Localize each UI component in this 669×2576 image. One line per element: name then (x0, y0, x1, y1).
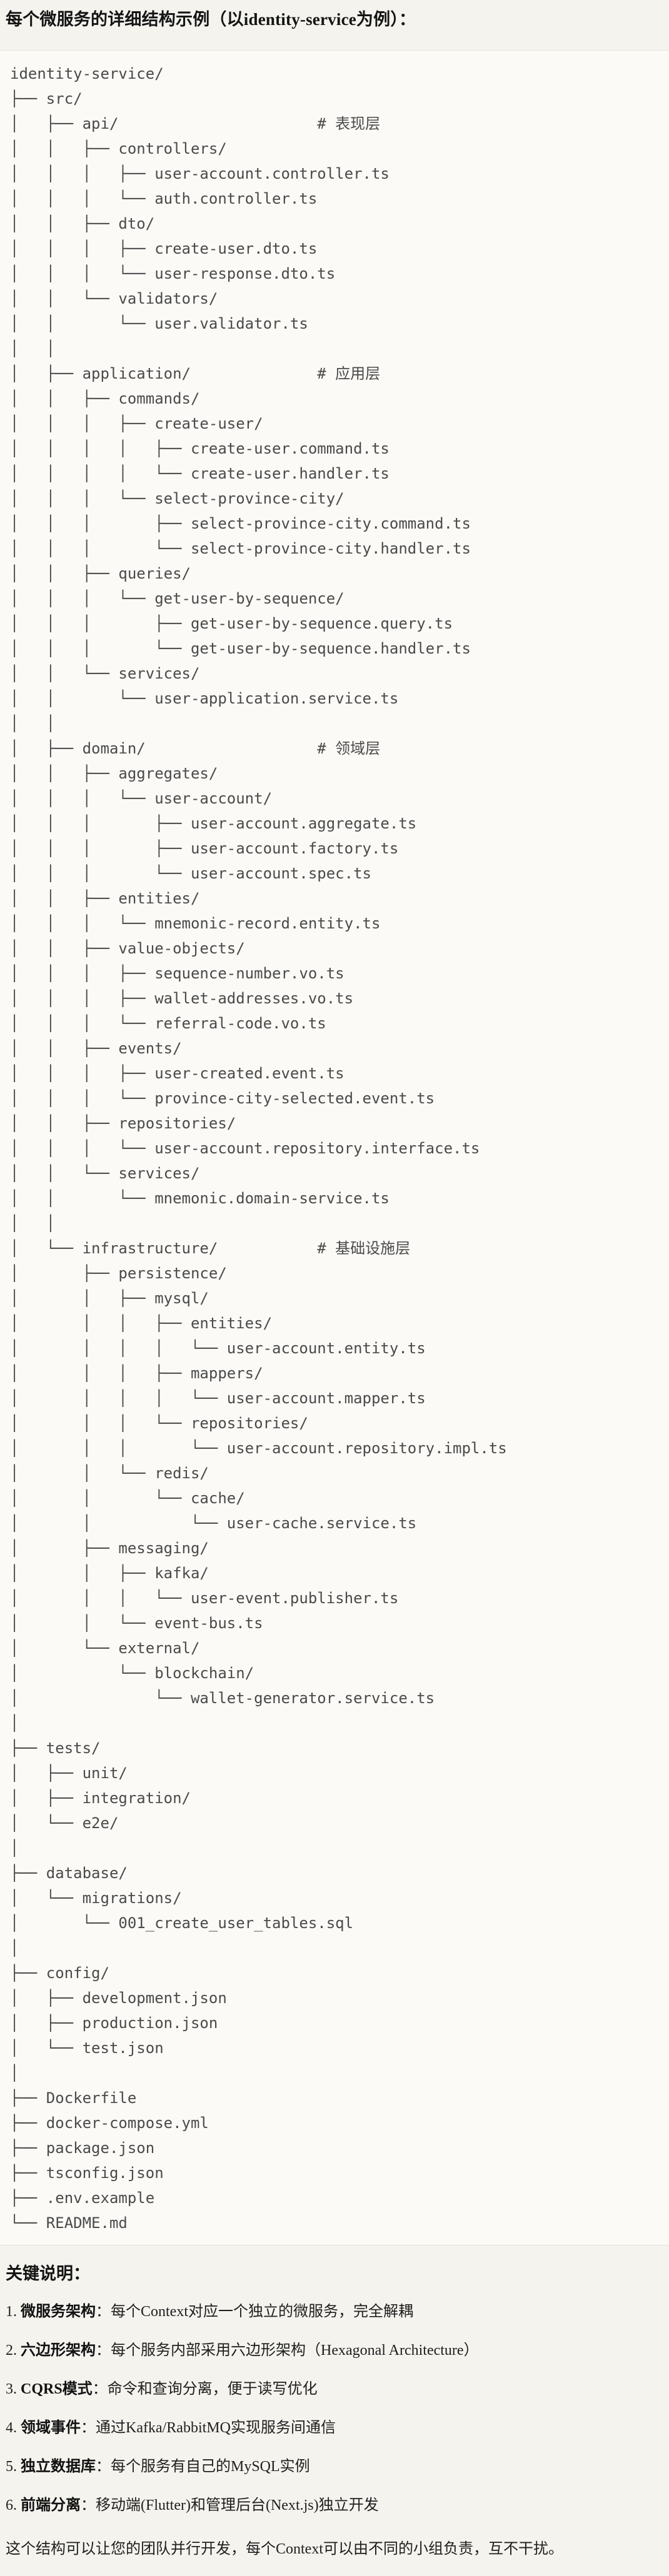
list-item-label: 微服务架构 (21, 2304, 96, 2320)
key-notes-heading: 关键说明： (6, 2264, 90, 2283)
list-item-number: 6. (6, 2497, 21, 2514)
list-item-text: ：命令和查询分离，便于读写优化 (92, 2381, 318, 2397)
directory-tree-text: identity-service/ ├── src/ │ ├── api/ # … (10, 65, 507, 2232)
list-item-label: 前端分离 (21, 2497, 81, 2514)
list-item-number: 3. (6, 2381, 21, 2397)
list-item-text: ：每个Context对应一个独立的微服务，完全解耦 (96, 2304, 413, 2320)
list-item-text: ：移动端(Flutter)和管理后台(Next.js)独立开发 (81, 2497, 379, 2514)
list-item-number: 2. (6, 2342, 21, 2359)
list-item: 5. 独立数据库：每个服务有自己的MySQL实例 (6, 2456, 663, 2477)
key-notes-section: 关键说明： 1. 微服务架构：每个Context对应一个独立的微服务，完全解耦 … (0, 2262, 669, 2576)
list-item: 2. 六边形架构：每个服务内部采用六边形架构（Hexagonal Archite… (6, 2340, 663, 2361)
list-item-label: 独立数据库 (21, 2459, 96, 2475)
list-item: 6. 前端分离：移动端(Flutter)和管理后台(Next.js)独立开发 (6, 2495, 663, 2516)
closing-paragraph: 这个结构可以让您的团队并行开发，每个Context可以由不同的小组负责，互不干扰… (6, 2541, 563, 2557)
list-item-text: ：每个服务内部采用六边形架构（Hexagonal Architecture） (96, 2342, 479, 2359)
list-item-text: ：每个服务有自己的MySQL实例 (96, 2459, 310, 2475)
list-item: 3. CQRS模式：命令和查询分离，便于读写优化 (6, 2379, 663, 2400)
list-item-number: 5. (6, 2459, 21, 2475)
directory-tree-code-block: identity-service/ ├── src/ │ ├── api/ # … (0, 50, 669, 2245)
list-item-number: 4. (6, 2420, 21, 2436)
list-item-label: CQRS模式 (21, 2381, 93, 2397)
list-item-number: 1. (6, 2304, 21, 2320)
list-item-label: 六边形架构 (21, 2342, 96, 2359)
list-item: 4. 领域事件：通过Kafka/RabbitMQ实现服务间通信 (6, 2417, 663, 2439)
page-title: 每个微服务的详细结构示例（以identity-service为例）： (6, 10, 416, 29)
list-item-text: ：通过Kafka/RabbitMQ实现服务间通信 (81, 2420, 336, 2436)
list-item-label: 领域事件 (21, 2420, 81, 2436)
list-item: 1. 微服务架构：每个Context对应一个独立的微服务，完全解耦 (6, 2301, 663, 2322)
